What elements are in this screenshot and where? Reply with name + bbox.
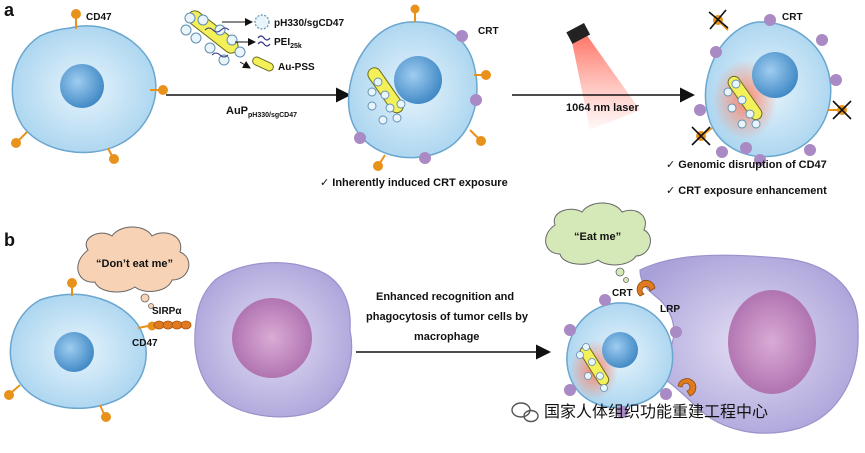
tumor-cell-3 bbox=[704, 21, 832, 158]
caption-crt-enhancement: ✓ CRT exposure enhancement bbox=[666, 185, 827, 197]
legend-pei-label: PEI25k bbox=[274, 37, 302, 50]
watermark-text: 国家人体组织功能重建工程中心 bbox=[544, 403, 768, 421]
cd47-label-b: CD47 bbox=[132, 338, 158, 349]
legend-icon-plasmid bbox=[254, 14, 270, 30]
wechat-icon bbox=[511, 402, 539, 423]
bubble-eat-me bbox=[545, 202, 651, 283]
legend-plasmid-label: pH330/sgCD47 bbox=[274, 18, 344, 29]
legend-icon-aupss bbox=[252, 56, 274, 72]
arrow-b-text-2: phagocytosis of tumor cells by bbox=[366, 311, 529, 323]
caption-inherent-crt: ✓ Inherently induced CRT exposure bbox=[320, 177, 508, 189]
laser-label: 1064 nm laser bbox=[566, 102, 639, 114]
crt-and-cd47-cell-2 bbox=[354, 4, 491, 171]
nucleus bbox=[60, 64, 104, 108]
arrow-b-text-1: Enhanced recognition and bbox=[376, 291, 514, 303]
laser-icon bbox=[566, 23, 640, 130]
bubble-left-text: “Don’t eat me” bbox=[96, 258, 173, 270]
crt-label-a-1: CRT bbox=[478, 26, 499, 37]
wechat-watermark: 国家人体组织功能重建工程中心 bbox=[511, 402, 768, 423]
arrow-b-text-3: macrophage bbox=[414, 331, 479, 343]
tumor-cell-2 bbox=[347, 21, 478, 159]
bubble-dont-eat-me bbox=[77, 226, 190, 309]
disrupted-cd47-cell-3 bbox=[691, 9, 852, 146]
panel-a-letter: a bbox=[4, 0, 15, 20]
caption-genomic-disruption: ✓ Genomic disruption of CD47 bbox=[666, 159, 827, 171]
aup-nanoparticle-legend-figure bbox=[180, 10, 246, 66]
sirpa-label: SIRPα bbox=[152, 306, 182, 317]
tumor-cell-b-left bbox=[9, 293, 147, 409]
legend-icon-pei bbox=[257, 35, 271, 47]
bubble-right-text: “Eat me” bbox=[574, 231, 621, 243]
sirpa-chain bbox=[153, 320, 192, 330]
lrp-label: LRP bbox=[660, 304, 680, 315]
macrophage-left bbox=[194, 262, 353, 418]
lrp-receptors bbox=[636, 280, 697, 397]
tumor-cell-b-right bbox=[566, 302, 674, 408]
cd47-label-a: CD47 bbox=[86, 12, 112, 23]
cd47-receptors-cell-1 bbox=[11, 9, 168, 164]
cd47-receptors-b-left bbox=[4, 278, 157, 422]
crt-markers-b-right bbox=[564, 294, 682, 418]
tumor-cell-1 bbox=[11, 25, 157, 154]
panel-b-letter: b bbox=[4, 230, 15, 250]
arrow-a-1-label: AuPpH330/sgCD47 bbox=[226, 105, 297, 119]
legend-arrows bbox=[222, 18, 256, 69]
crt-label-b: CRT bbox=[612, 288, 633, 299]
crt-label-a-2: CRT bbox=[782, 12, 803, 23]
crt-markers-cell-3 bbox=[694, 14, 842, 166]
legend-aupss-label: Au-PSS bbox=[278, 62, 315, 73]
